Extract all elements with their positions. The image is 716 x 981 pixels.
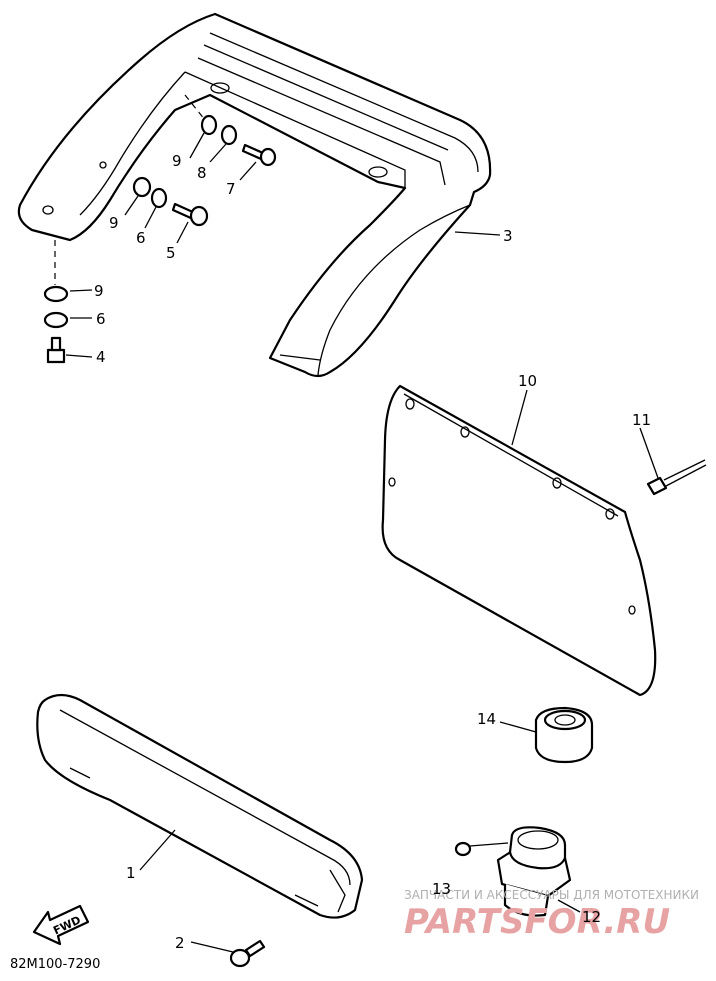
drawing-code: 82M100-7290 bbox=[10, 957, 100, 972]
watermark-logo: PARTSFOR.RU bbox=[404, 902, 670, 942]
bolt-4 bbox=[46, 348, 66, 364]
callout-9-lower: 9 bbox=[109, 214, 119, 232]
rear-cover-part-1 bbox=[36, 693, 364, 919]
callout-5: 5 bbox=[166, 244, 176, 262]
watermark-tagline: ЗАПЧАСТИ И АКСЕССУАРЫ ДЛЯ МОТОТЕХНИКИ bbox=[404, 888, 699, 902]
lock-washer-8 bbox=[220, 124, 238, 146]
callout-6-left: 6 bbox=[96, 310, 106, 328]
callout-10: 10 bbox=[518, 372, 537, 390]
washer-9-upper bbox=[200, 114, 218, 136]
callout-9-upper: 9 bbox=[172, 152, 182, 170]
callout-3: 3 bbox=[503, 227, 513, 245]
callout-7: 7 bbox=[226, 180, 236, 198]
pin-part-11 bbox=[646, 459, 707, 496]
socket-part-12 bbox=[496, 826, 572, 917]
fastener-set-left bbox=[43, 240, 69, 364]
washer-9-lower bbox=[132, 176, 152, 198]
callout-12: 12 bbox=[582, 908, 601, 926]
grommet-part-14 bbox=[534, 706, 594, 764]
forward-arrow-icon: FWD bbox=[32, 904, 90, 946]
callout-13: 13 bbox=[432, 880, 451, 898]
fastener-set-upper bbox=[132, 94, 277, 227]
lock-washer-6-upper bbox=[150, 187, 168, 209]
washer-9 bbox=[43, 285, 69, 303]
screw-part-13 bbox=[454, 841, 509, 857]
plate-bracket-part-10 bbox=[381, 384, 657, 697]
lock-washer-6 bbox=[43, 311, 69, 329]
callout-1: 1 bbox=[126, 864, 136, 882]
callout-9-left: 9 bbox=[94, 282, 104, 300]
callout-8: 8 bbox=[197, 164, 207, 182]
callout-2: 2 bbox=[175, 934, 185, 952]
leader-lines bbox=[65, 132, 659, 953]
callout-4: 4 bbox=[96, 348, 106, 366]
callout-14: 14 bbox=[477, 710, 496, 728]
callout-11: 11 bbox=[632, 411, 651, 429]
callout-6-upper: 6 bbox=[136, 229, 146, 247]
screw-part-2 bbox=[229, 939, 266, 968]
grab-bar-part-3 bbox=[17, 12, 492, 378]
